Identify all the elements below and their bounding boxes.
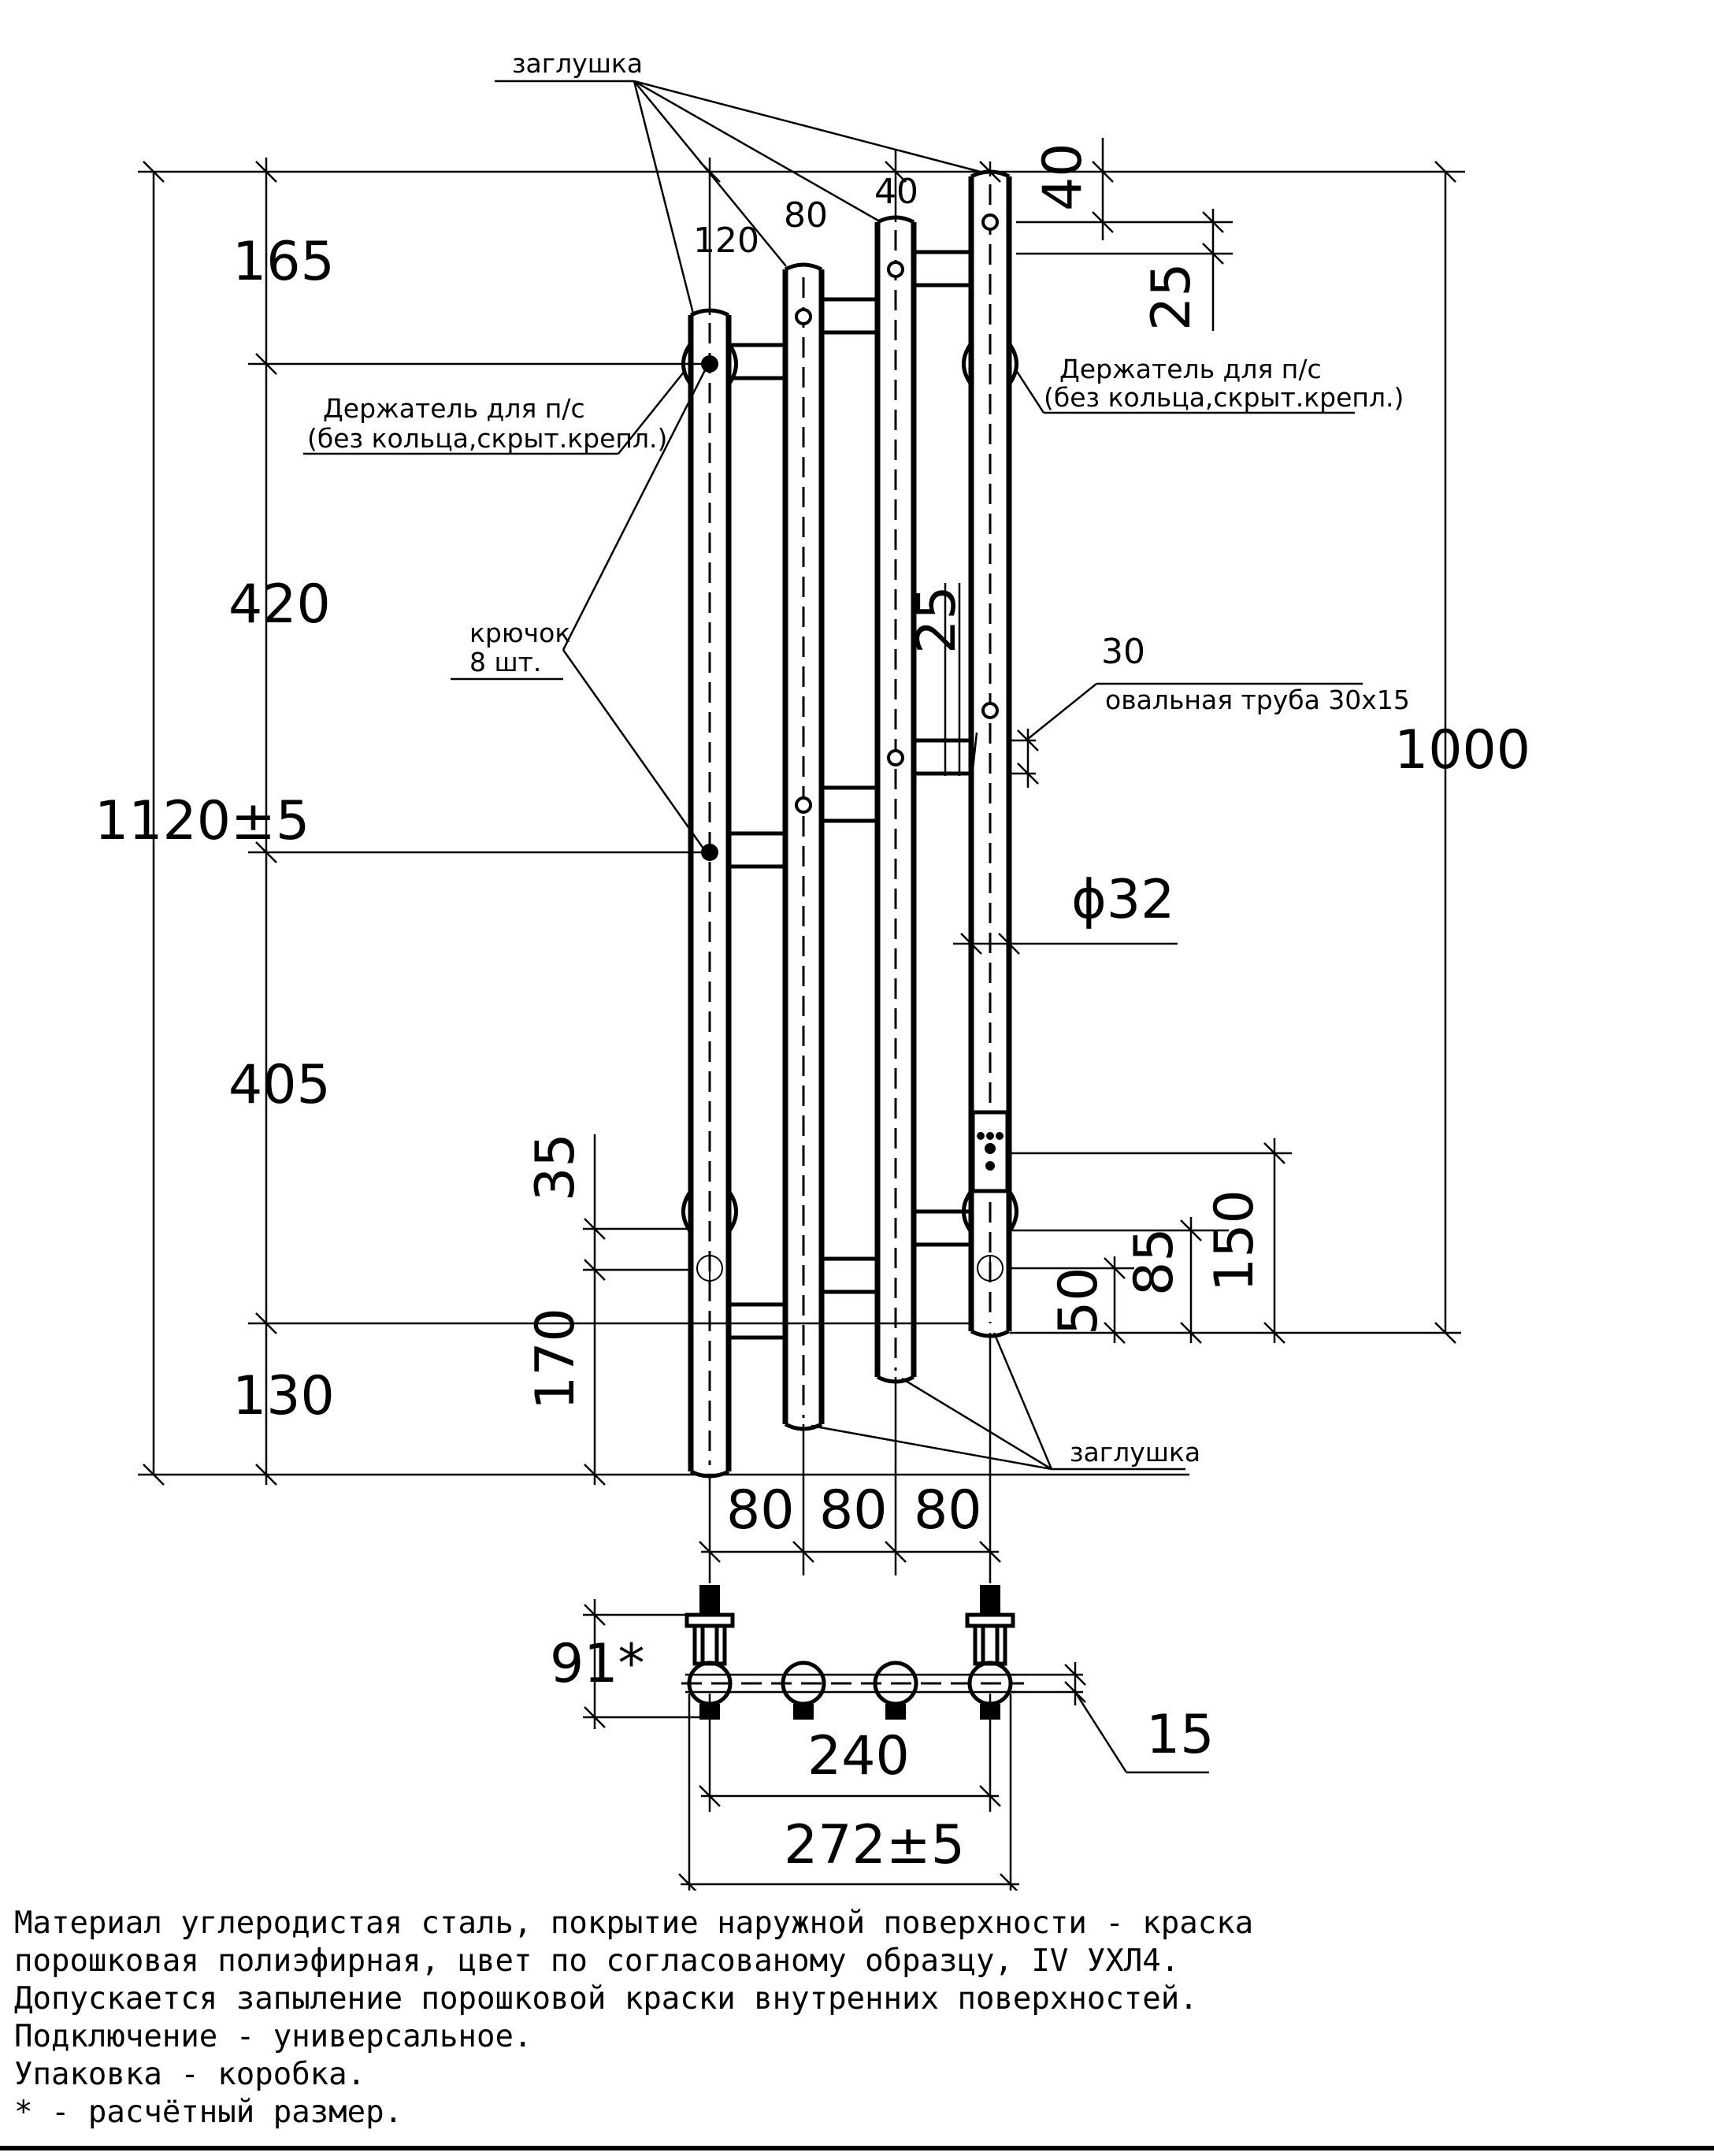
holder-left-leader xyxy=(303,369,686,455)
label-plug-bottom: заглушка xyxy=(1070,1437,1200,1468)
pipe-3 xyxy=(874,215,917,1384)
label-plug-top: заглушка xyxy=(512,48,643,79)
dim-center-height: 1000 xyxy=(1394,719,1530,781)
dim-segment-bottom: 130 xyxy=(232,1365,335,1427)
pipe-1 xyxy=(688,308,732,1479)
mid-dimensions xyxy=(944,583,1363,955)
top-offset-dimensions xyxy=(699,138,1465,331)
holder-right-leader xyxy=(1015,369,1355,414)
dim-diameter: ϕ32 xyxy=(1071,869,1174,931)
notes: Материал углеродистая сталь, покрытие на… xyxy=(14,1905,1700,2132)
dim-30: 30 xyxy=(1101,632,1145,672)
dim-centers: 240 xyxy=(807,1725,910,1787)
plug-bottom-leaders xyxy=(811,1332,1185,1471)
left-dimensions xyxy=(138,158,1189,1486)
note-line: Подключение - универсальное. xyxy=(14,2019,532,2054)
label-holder-left-2: (без кольца,скрыт.крепл.) xyxy=(307,423,667,454)
dim-overall-height: 1120±5 xyxy=(95,790,310,852)
dim-170: 170 xyxy=(525,1308,587,1410)
dim-15: 15 xyxy=(1146,1704,1215,1766)
dim-segment-upper: 420 xyxy=(228,573,331,636)
pitch-dimensions xyxy=(699,1333,1001,1583)
dim-pitch-1: 80 xyxy=(726,1479,795,1542)
right-dimensions xyxy=(1010,161,1461,1344)
top-view-dimensions xyxy=(583,1599,1209,1891)
note-line: Допускается запыление порошковой краски … xyxy=(14,1981,1198,2017)
note-line: Материал углеродистая сталь, покрытие на… xyxy=(14,1906,1254,1941)
note-line: Упаковка - коробка. xyxy=(14,2057,366,2092)
crossbars xyxy=(726,250,974,1340)
dim-overall-width: 272±5 xyxy=(784,1814,965,1876)
dim-top-40: 40 xyxy=(1032,143,1094,211)
dim-85: 85 xyxy=(1123,1227,1185,1296)
label-holder-right-2: (без кольца,скрыт.крепл.) xyxy=(1044,382,1404,413)
dim-50: 50 xyxy=(1048,1267,1110,1335)
dim-35: 35 xyxy=(525,1133,587,1201)
dim-segment-lower: 405 xyxy=(228,1054,331,1116)
dim-mid-25: 25 xyxy=(906,585,968,654)
hook-leader xyxy=(451,369,707,852)
heater-plug-icon xyxy=(970,1110,1010,1193)
dim-150: 150 xyxy=(1204,1189,1266,1292)
top-view xyxy=(681,1585,1024,1720)
dim-offset-120: 120 xyxy=(693,221,759,261)
dim-pitch-3: 80 xyxy=(914,1479,982,1542)
note-line: порошковая полиэфирная, цвет по согласов… xyxy=(14,1943,1180,1979)
label-holder-left-1: Держатель для п/с xyxy=(323,393,585,424)
pipe-2 xyxy=(782,262,825,1431)
dim-segment-top: 165 xyxy=(232,231,335,293)
label-oval-pipe: овальная труба 30х15 xyxy=(1105,685,1410,715)
label-hook-2: 8 шт. xyxy=(469,647,541,677)
frame-border xyxy=(0,2146,1714,2150)
note-line: * - расчётный размер. xyxy=(14,2095,403,2130)
dim-top-25: 25 xyxy=(1141,262,1203,331)
dim-offset-80: 80 xyxy=(784,195,828,236)
dim-pitch-2: 80 xyxy=(819,1479,888,1542)
dim-depth: 91* xyxy=(550,1633,645,1695)
label-hook-1: крючок xyxy=(469,618,570,648)
dim-offset-40: 40 xyxy=(874,172,918,212)
plug-top-leaders xyxy=(495,80,987,314)
hooks xyxy=(701,213,999,861)
technical-drawing: 1120±5 165 420 405 130 35 170 120 80 40 … xyxy=(95,48,1530,1891)
label-holder-right-1: Держатель для п/с xyxy=(1059,354,1322,384)
holders xyxy=(681,342,1018,1282)
